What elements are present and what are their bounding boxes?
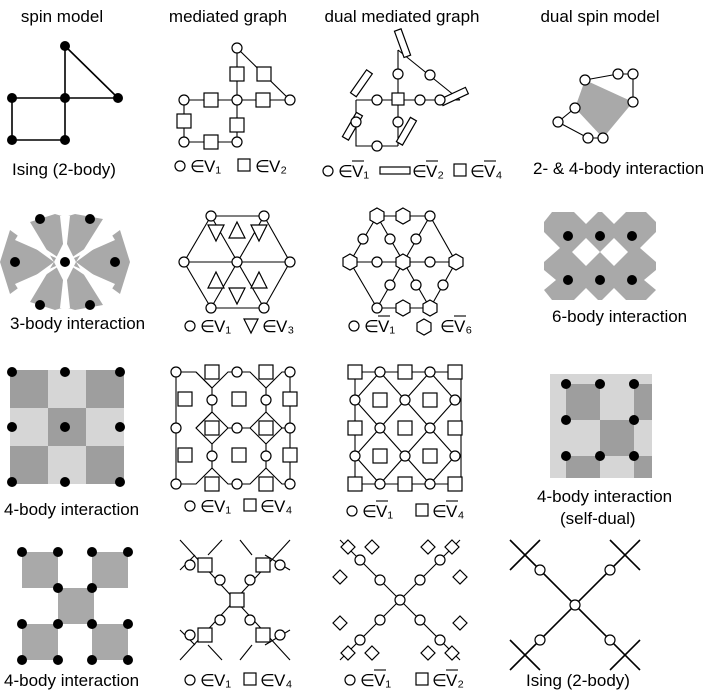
r1-spin-model-graph bbox=[7, 41, 123, 145]
svg-text:∈: ∈ bbox=[470, 162, 485, 181]
r2-dual-mediated-graph bbox=[342, 207, 464, 317]
svg-text:∈: ∈ bbox=[432, 671, 447, 690]
r3-spin-model-graph bbox=[7, 367, 125, 487]
r1-spin-caption: Ising (2-body) bbox=[12, 160, 116, 179]
svg-text:∈: ∈ bbox=[364, 317, 379, 336]
r1-dual-mediated-graph bbox=[341, 28, 470, 152]
svg-text:V₆: V₆ bbox=[454, 317, 472, 336]
r4-spin-caption: 4-body interaction bbox=[4, 671, 139, 690]
svg-text:∈: ∈ bbox=[255, 157, 270, 176]
svg-text:∈: ∈ bbox=[440, 317, 455, 336]
r2-spin-caption: 3-body interaction bbox=[10, 314, 145, 333]
svg-text:∈: ∈ bbox=[262, 317, 277, 336]
svg-text:V₁: V₁ bbox=[352, 162, 369, 181]
svg-text:V₄: V₄ bbox=[274, 497, 292, 516]
svg-text:∈: ∈ bbox=[432, 502, 447, 521]
svg-text:∈: ∈ bbox=[190, 157, 205, 176]
svg-text:V₁: V₁ bbox=[214, 671, 231, 690]
r4-dual-mediated-legend: ∈ V₁ ∈ V₂ bbox=[344, 669, 464, 690]
r3-mediated-graph bbox=[170, 364, 298, 492]
svg-text:V₁: V₁ bbox=[214, 317, 231, 336]
r3-dual-caption-line2: (self-dual) bbox=[560, 509, 636, 528]
svg-text:V₄: V₄ bbox=[446, 502, 464, 521]
svg-text:∈: ∈ bbox=[260, 671, 275, 690]
svg-text:V₃: V₃ bbox=[276, 317, 294, 336]
svg-text:V₁: V₁ bbox=[374, 671, 391, 690]
r4-mediated-legend: ∈ V₁ ∈ V₄ bbox=[184, 671, 292, 690]
r1-dual-spin-model bbox=[552, 68, 639, 144]
r1-mediated-graph bbox=[176, 42, 296, 150]
header-spin-model: spin model bbox=[21, 7, 103, 26]
header-dual-spin-model: dual spin model bbox=[540, 7, 659, 26]
r1-dual-mediated-legend: ∈ V₁ ∈ V₂ ∈ V₄ bbox=[322, 160, 502, 181]
r2-dual-caption: 6-body interaction bbox=[552, 307, 687, 326]
r4-dual-mediated-graph bbox=[332, 539, 468, 661]
svg-text:∈: ∈ bbox=[362, 502, 377, 521]
svg-text:V₁: V₁ bbox=[378, 317, 395, 336]
r2-mediated-graph bbox=[178, 210, 296, 314]
header-mediated-graph: mediated graph bbox=[169, 7, 287, 26]
svg-text:∈: ∈ bbox=[200, 671, 215, 690]
svg-text:∈: ∈ bbox=[260, 497, 275, 516]
svg-text:∈: ∈ bbox=[200, 317, 215, 336]
svg-text:V₂: V₂ bbox=[426, 162, 444, 181]
r1-mediated-legend: ∈ V₁ ∈ V₂ bbox=[174, 157, 287, 176]
r3-dual-mediated-graph bbox=[347, 364, 463, 492]
svg-text:V₄: V₄ bbox=[274, 671, 292, 690]
r2-mediated-legend: ∈ V₁ ∈ V₃ bbox=[184, 317, 294, 336]
svg-text:V₁: V₁ bbox=[376, 502, 393, 521]
r4-dual-spin-model bbox=[509, 539, 641, 671]
svg-text:V₁: V₁ bbox=[204, 157, 221, 176]
svg-text:V₄: V₄ bbox=[484, 162, 502, 181]
svg-text:∈: ∈ bbox=[338, 162, 353, 181]
svg-text:V₂: V₂ bbox=[269, 157, 287, 176]
r3-dual-caption-line1: 4-body interaction bbox=[537, 487, 672, 506]
header-dual-mediated-graph: dual mediated graph bbox=[324, 7, 479, 26]
svg-text:∈: ∈ bbox=[200, 497, 215, 516]
r2-dual-spin-model bbox=[544, 212, 656, 300]
r1-dual-caption: 2- & 4-body interaction bbox=[533, 159, 704, 178]
r3-mediated-legend: ∈ V₁ ∈ V₄ bbox=[184, 497, 292, 516]
r3-spin-caption: 4-body interaction bbox=[4, 500, 139, 519]
r3-dual-spin-model bbox=[550, 374, 652, 478]
svg-text:V₁: V₁ bbox=[214, 497, 231, 516]
r4-spin-model-graph bbox=[17, 547, 133, 665]
r2-spin-model-graph bbox=[0, 214, 130, 310]
r4-mediated-graph bbox=[179, 539, 291, 661]
r2-dual-mediated-legend: ∈ V₁ ∈ V₆ bbox=[348, 315, 472, 336]
svg-text:∈: ∈ bbox=[360, 671, 375, 690]
svg-text:V₂: V₂ bbox=[446, 671, 464, 690]
r3-dual-mediated-legend: ∈ V₁ ∈ V₄ bbox=[346, 500, 464, 521]
svg-text:∈: ∈ bbox=[412, 162, 427, 181]
r4-dual-caption: Ising (2-body) bbox=[526, 671, 630, 690]
